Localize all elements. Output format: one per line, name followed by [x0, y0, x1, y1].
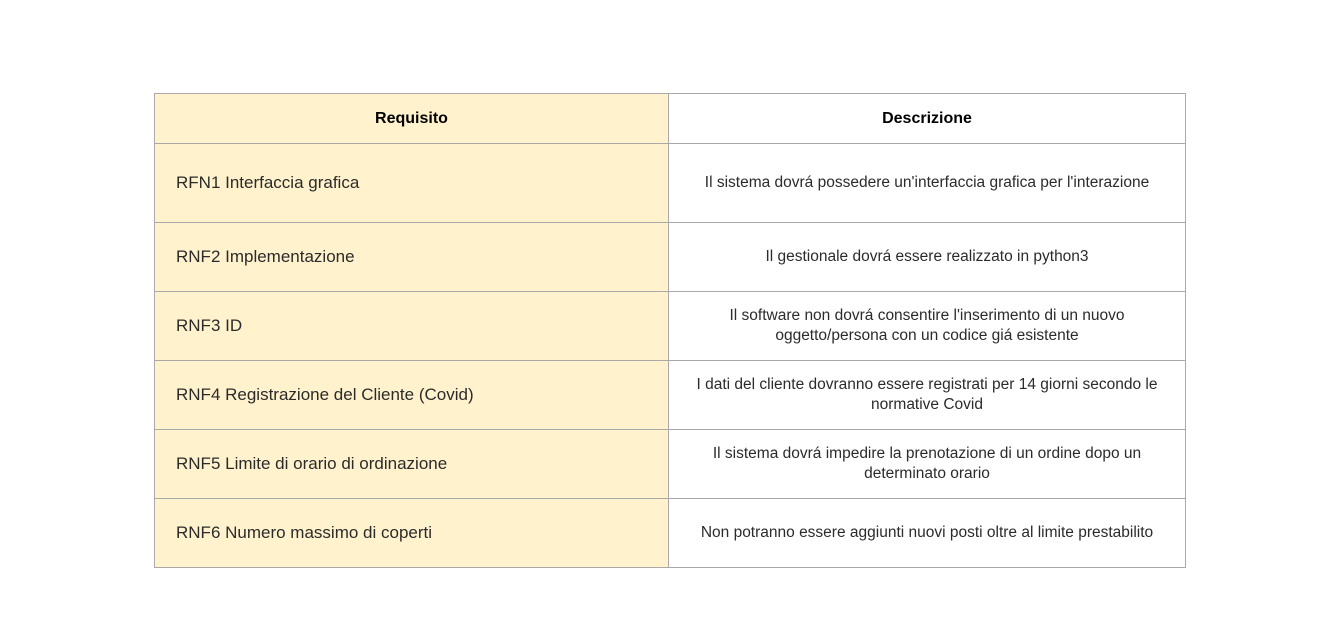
description-line: normative Covid — [871, 396, 983, 413]
table-row: RNF4 Registrazione del Cliente (Covid) I… — [154, 360, 1186, 430]
requirement-cell: RFN1 Interfaccia grafica — [154, 143, 669, 223]
table-row: RFN1 Interfaccia grafica Il sistema dovr… — [154, 143, 1186, 223]
description-line: Il gestionale dovrá essere realizzato in… — [765, 248, 1089, 265]
requirement-cell: RNF3 ID — [154, 291, 669, 361]
description-line: Il software non dovrá consentire l'inser… — [729, 307, 1125, 324]
description-line: determinato orario — [864, 465, 990, 482]
header-requirement: Requisito — [154, 93, 669, 144]
requirement-cell: RNF6 Numero massimo di coperti — [154, 498, 669, 568]
description-cell: Il software non dovrá consentire l'inser… — [668, 291, 1186, 361]
description-line: oggetto/persona con un codice giá esiste… — [775, 327, 1079, 344]
table-body: RFN1 Interfaccia grafica Il sistema dovr… — [154, 143, 1186, 568]
description-cell: Il gestionale dovrá essere realizzato in… — [668, 222, 1186, 292]
requirements-table: Requisito Descrizione RFN1 Interfaccia g… — [154, 93, 1186, 568]
table-header: Requisito Descrizione — [154, 93, 1186, 144]
table-row: RNF5 Limite di orario di ordinazione Il … — [154, 429, 1186, 499]
description-cell: Il sistema dovrá possedere un'interfacci… — [668, 143, 1186, 223]
description-cell: Non potranno essere aggiunti nuovi posti… — [668, 498, 1186, 568]
requirement-cell: RNF2 Implementazione — [154, 222, 669, 292]
description-cell: I dati del cliente dovranno essere regis… — [668, 360, 1186, 430]
description-line: Il sistema dovrá impedire la prenotazion… — [712, 445, 1142, 462]
table-row: RNF3 ID Il software non dovrá consentire… — [154, 291, 1186, 361]
description-line: Non potranno essere aggiunti nuovi posti… — [700, 524, 1154, 541]
requirement-cell: RNF5 Limite di orario di ordinazione — [154, 429, 669, 499]
description-cell: Il sistema dovrá impedire la prenotazion… — [668, 429, 1186, 499]
table-row: RNF2 Implementazione Il gestionale dovrá… — [154, 222, 1186, 292]
header-row: Requisito Descrizione — [154, 93, 1186, 144]
description-line: Il sistema dovrá possedere un'interfacci… — [704, 174, 1150, 191]
requirement-cell: RNF4 Registrazione del Cliente (Covid) — [154, 360, 669, 430]
description-line: I dati del cliente dovranno essere regis… — [696, 376, 1158, 393]
table-row: RNF6 Numero massimo di coperti Non potra… — [154, 498, 1186, 568]
header-description: Descrizione — [668, 93, 1186, 144]
